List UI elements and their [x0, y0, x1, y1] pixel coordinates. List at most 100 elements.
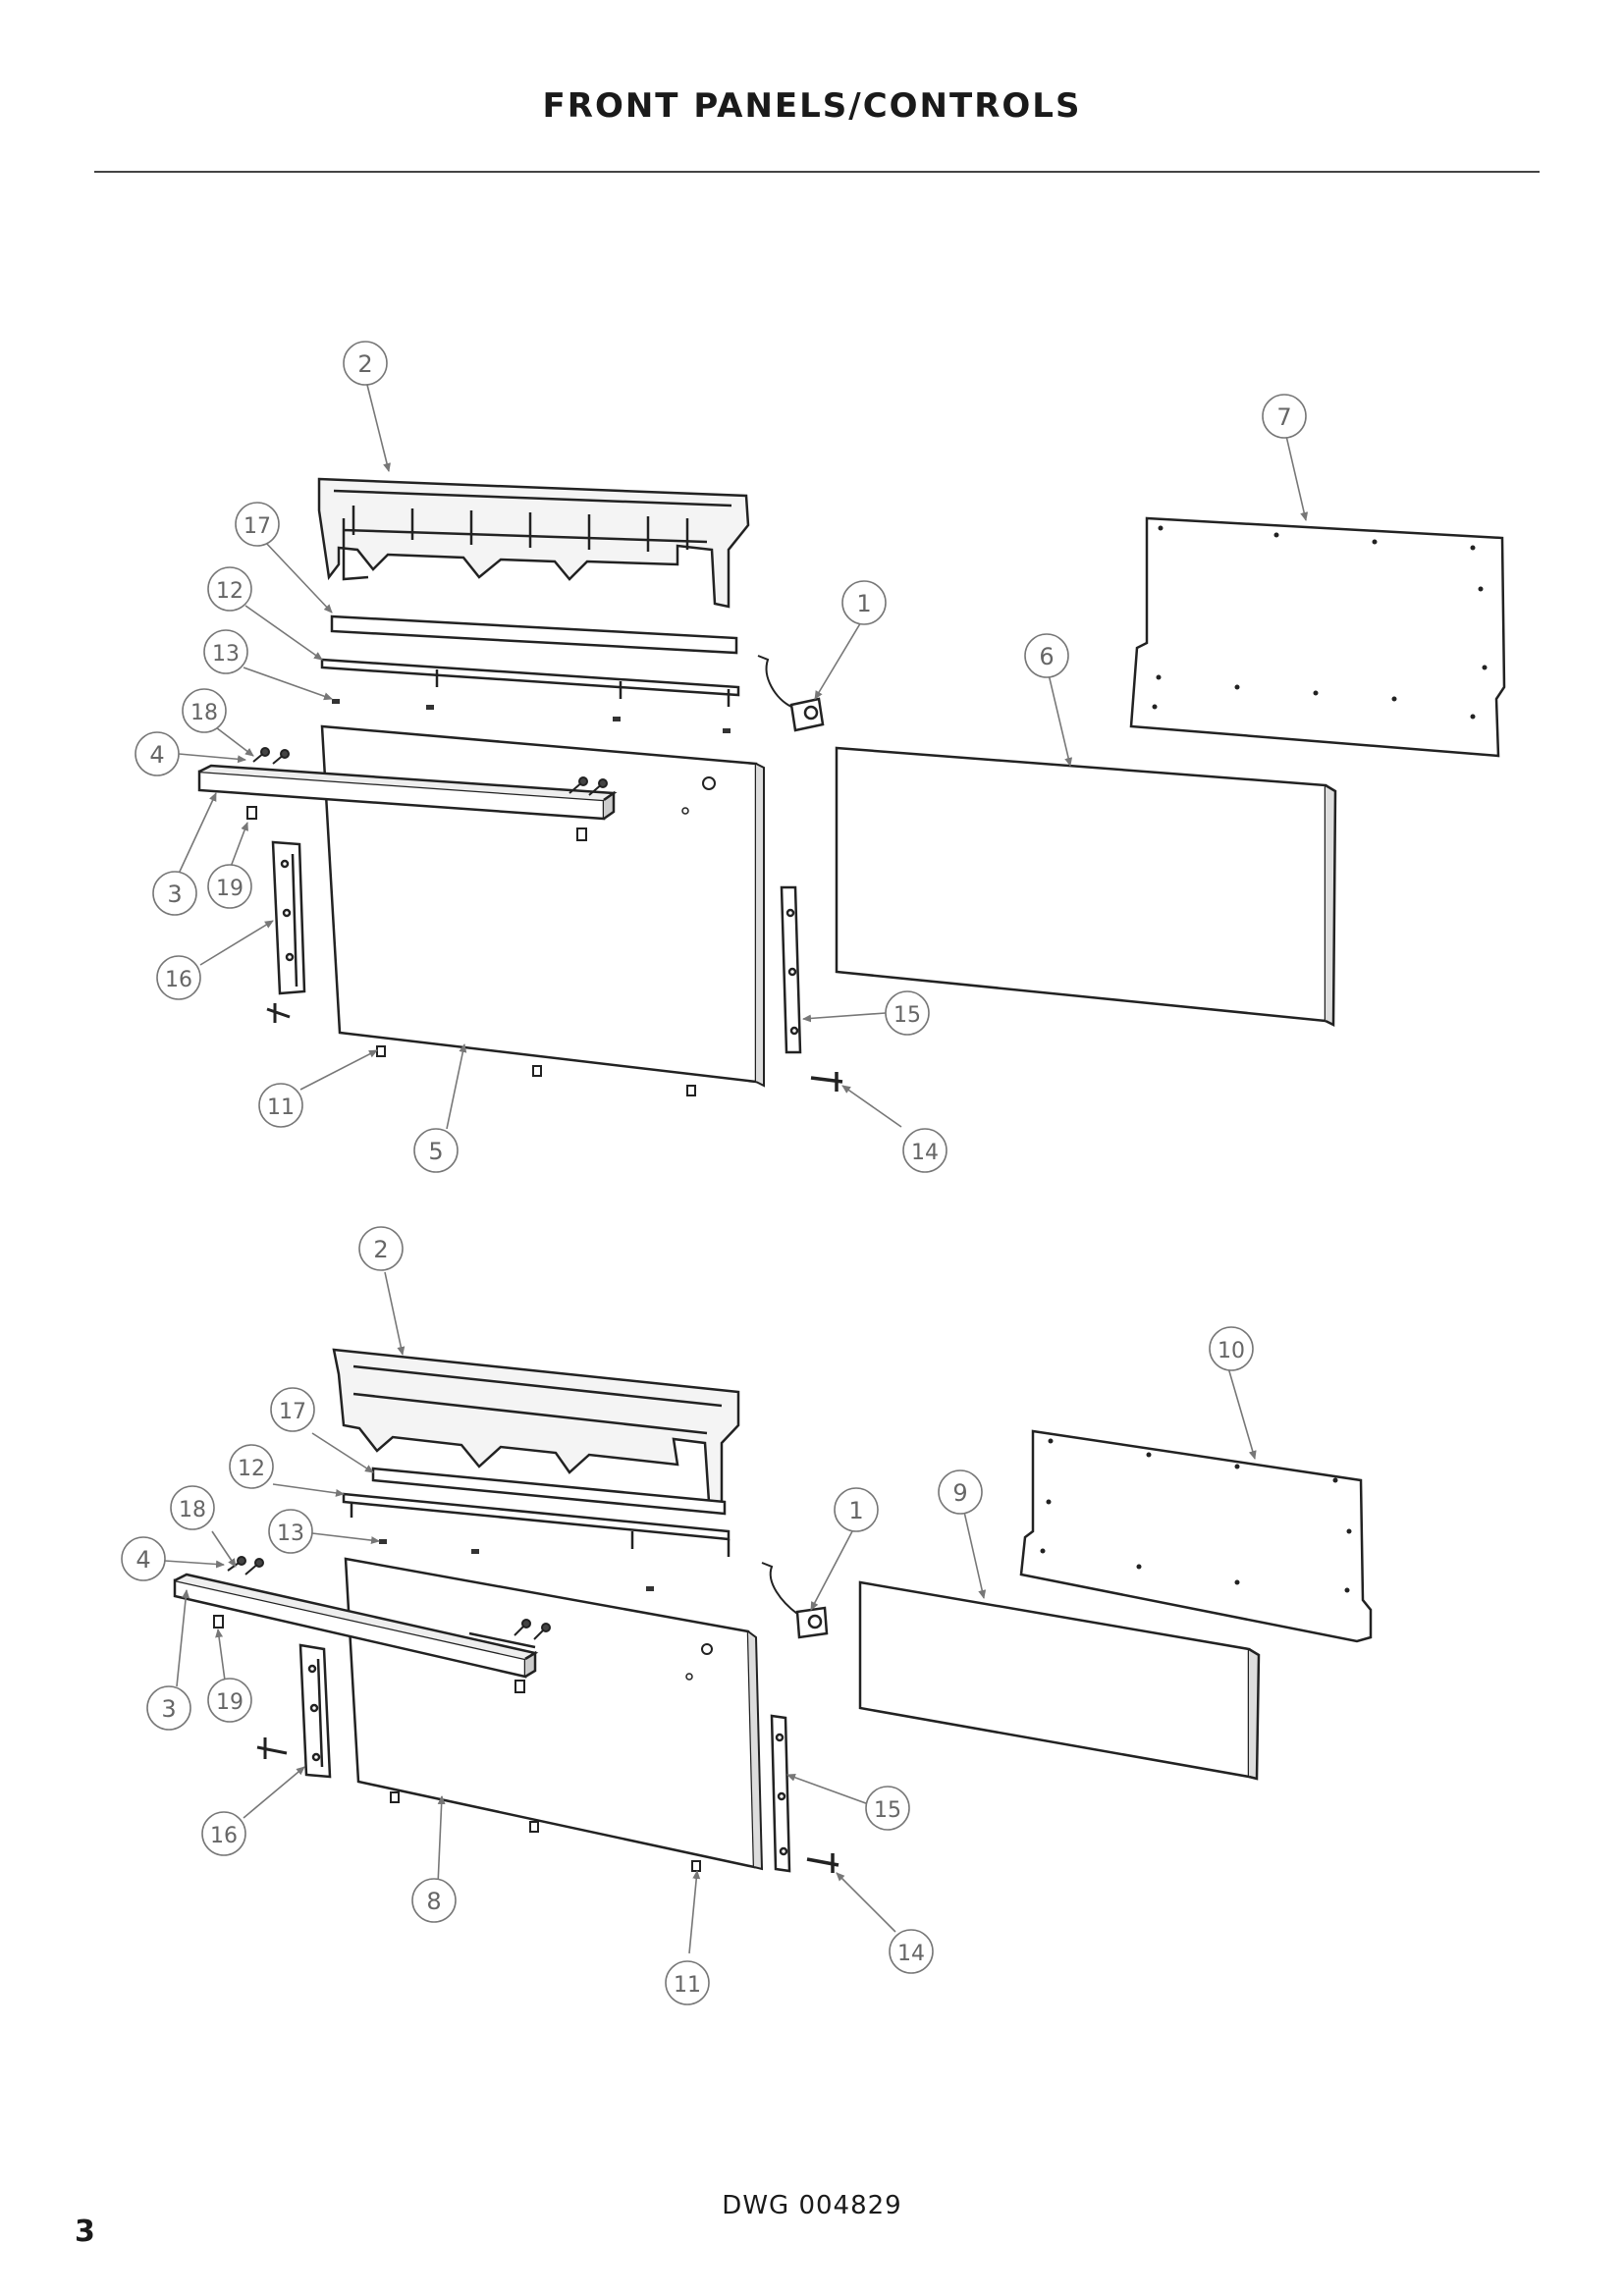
callout-5: 5 — [413, 1128, 459, 1173]
title-rule — [94, 171, 1540, 173]
front-panel — [320, 724, 765, 1088]
callout-18-lower: 18 — [170, 1485, 215, 1530]
handle — [197, 764, 618, 821]
callout-12: 12 — [207, 566, 252, 612]
callouts-bottom: 2 10 17 12 18 1 9 13 4 3 19 16 15 8 14 1… — [121, 1226, 1254, 2005]
callout-16: 16 — [156, 955, 201, 1000]
svg-text:3: 3 — [161, 1695, 176, 1723]
svg-text:2: 2 — [373, 1236, 388, 1263]
svg-text:12: 12 — [238, 1457, 265, 1481]
callout-13: 13 — [203, 629, 248, 674]
callout-14: 14 — [902, 1128, 947, 1173]
door-panel — [835, 746, 1337, 1028]
spacers — [246, 806, 587, 841]
control-module-lower — [761, 1562, 829, 1639]
callout-15: 15 — [885, 990, 930, 1036]
svg-text:6: 6 — [1039, 643, 1054, 670]
svg-text:14: 14 — [897, 1942, 925, 1966]
svg-text:17: 17 — [244, 514, 271, 539]
svg-text:18: 18 — [190, 701, 218, 725]
svg-text:9: 9 — [952, 1479, 967, 1507]
callout-19-lower: 19 — [207, 1678, 252, 1723]
screws — [252, 747, 608, 796]
handle-lower — [173, 1573, 539, 1679]
svg-text:13: 13 — [277, 1522, 304, 1546]
svg-text:1: 1 — [856, 590, 871, 617]
svg-text:16: 16 — [210, 1824, 238, 1848]
callout-1: 1 — [841, 580, 887, 625]
callout-7: 7 — [1262, 394, 1307, 439]
page-title: FRONT PANELS/CONTROLS — [542, 86, 1082, 126]
svg-text:12: 12 — [216, 579, 244, 604]
drawing-number: DWG 004829 — [722, 2191, 902, 2220]
callout-17: 17 — [235, 502, 280, 547]
callout-6: 6 — [1024, 633, 1069, 678]
trim-strip-lower — [371, 1467, 727, 1516]
hinge-screw — [810, 1072, 843, 1092]
callout-3: 3 — [152, 871, 197, 916]
feet — [376, 1045, 696, 1096]
control-panel-frame — [317, 477, 750, 609]
callout-18: 18 — [182, 688, 227, 733]
spacers-lower — [213, 1615, 525, 1693]
back-sheet — [1129, 516, 1506, 758]
callout-13-lower: 13 — [268, 1509, 313, 1554]
svg-text:5: 5 — [428, 1138, 443, 1165]
leader-lines — [164, 384, 1309, 1954]
svg-text:18: 18 — [179, 1498, 206, 1522]
bracket-screw-lower — [256, 1737, 288, 1759]
callout-8: 8 — [411, 1878, 457, 1923]
callouts-top: 2 7 17 12 1 13 6 18 4 3 19 16 15 11 5 14 — [135, 341, 1307, 1173]
callout-4: 4 — [135, 731, 180, 776]
svg-text:4: 4 — [135, 1546, 150, 1574]
diagram-bottom — [173, 1348, 1373, 1873]
front-panel-lower — [344, 1557, 764, 1871]
diagram-top — [197, 477, 1506, 1096]
page-number: 3 — [75, 2215, 95, 2249]
svg-text:19: 19 — [216, 1690, 244, 1715]
right-bracket — [780, 885, 802, 1054]
callout-12-lower: 12 — [229, 1444, 274, 1489]
door-panel-lower — [858, 1580, 1261, 1781]
right-bracket-lower — [770, 1714, 791, 1873]
callout-9: 9 — [938, 1469, 983, 1515]
callout-4-lower: 4 — [121, 1536, 166, 1581]
svg-text:4: 4 — [149, 741, 164, 769]
svg-text:11: 11 — [267, 1095, 295, 1120]
callout-11-lower: 11 — [665, 1960, 710, 2005]
svg-text:15: 15 — [874, 1798, 901, 1823]
callout-1-lower: 1 — [834, 1487, 879, 1532]
left-bracket — [271, 840, 306, 995]
control-panel-frame-lower — [332, 1348, 740, 1509]
callout-10: 10 — [1209, 1326, 1254, 1371]
svg-text:13: 13 — [212, 642, 240, 667]
hinge-screw-lower — [806, 1853, 839, 1873]
trim-strip — [330, 614, 738, 655]
clips-lower — [379, 1539, 654, 1591]
svg-text:3: 3 — [167, 881, 182, 908]
svg-text:1: 1 — [848, 1497, 863, 1524]
callout-19: 19 — [207, 864, 252, 909]
control-bar-lower — [342, 1492, 731, 1557]
callout-17-lower: 17 — [270, 1387, 315, 1432]
svg-text:2: 2 — [357, 350, 372, 378]
left-bracket-lower — [298, 1643, 332, 1779]
callout-3-lower: 3 — [146, 1685, 191, 1731]
svg-text:14: 14 — [911, 1141, 939, 1165]
callout-14-lower: 14 — [889, 1929, 934, 1974]
clips — [332, 699, 731, 733]
svg-text:7: 7 — [1276, 403, 1291, 431]
back-sheet-lower — [1019, 1429, 1373, 1643]
control-module — [757, 655, 825, 732]
callout-15-lower: 15 — [865, 1786, 910, 1831]
svg-text:8: 8 — [426, 1888, 441, 1915]
svg-text:10: 10 — [1218, 1339, 1245, 1363]
svg-text:15: 15 — [893, 1003, 921, 1028]
callout-2-lower: 2 — [358, 1226, 404, 1271]
svg-text:16: 16 — [165, 968, 192, 992]
callout-11: 11 — [258, 1083, 303, 1128]
svg-text:11: 11 — [674, 1973, 701, 1998]
callout-16-lower: 16 — [201, 1811, 246, 1856]
callout-2: 2 — [343, 341, 388, 386]
